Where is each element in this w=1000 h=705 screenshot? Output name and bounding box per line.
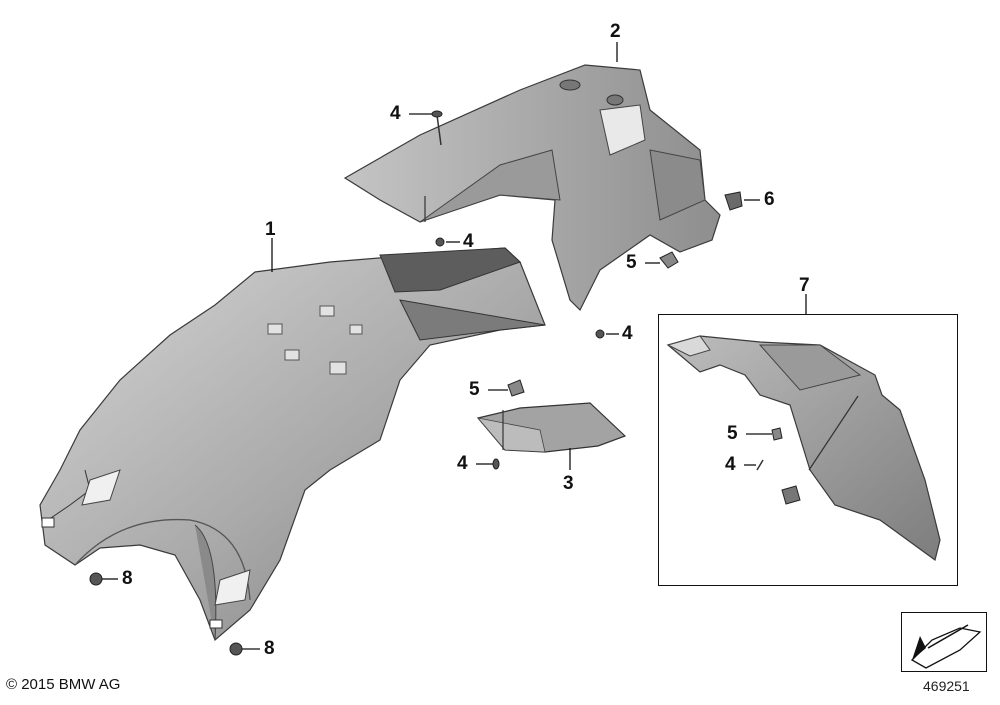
- callout-5-cover: 5: [469, 379, 480, 400]
- callout-4-tail: 4: [463, 231, 474, 252]
- reference-number: 469251: [923, 678, 970, 694]
- fastener-screw-4d: [486, 458, 500, 470]
- callout-5-tail: 5: [626, 252, 637, 273]
- callout-8-left: 8: [122, 568, 133, 589]
- reference-icon-box: [901, 612, 987, 672]
- fastener-nut-8b: [229, 642, 243, 656]
- copyright-text: © 2015 BMW AG: [6, 676, 121, 693]
- callout-1: 1: [265, 219, 276, 240]
- leader-lines: [102, 42, 807, 650]
- fastener-clip-5b: [507, 379, 525, 397]
- cover-plate-part: [476, 402, 627, 453]
- callout-4-cover: 4: [457, 453, 468, 474]
- inset-part-7: [666, 335, 941, 562]
- inset-frame: [658, 314, 958, 586]
- view-direction-icon: [910, 624, 982, 669]
- callout-8-bottom: 8: [264, 638, 275, 659]
- tail-section-part: [343, 64, 721, 312]
- callout-4-inset: 4: [725, 454, 736, 475]
- callout-5-inset: 5: [727, 423, 738, 444]
- callout-4-top: 4: [390, 103, 401, 124]
- fastener-rubber-6: [724, 191, 743, 211]
- fastener-nut-8a: [89, 572, 103, 586]
- callout-7: 7: [799, 275, 810, 296]
- fastener-screw-4c: [595, 329, 605, 339]
- callout-3: 3: [563, 473, 574, 494]
- fastener-screw-4b: [435, 237, 445, 247]
- fastener-clip-5a: [659, 251, 679, 269]
- callout-4-right: 4: [622, 323, 633, 344]
- callout-6: 6: [764, 189, 775, 210]
- rear-fender-part: [39, 247, 546, 642]
- callout-2: 2: [610, 21, 621, 42]
